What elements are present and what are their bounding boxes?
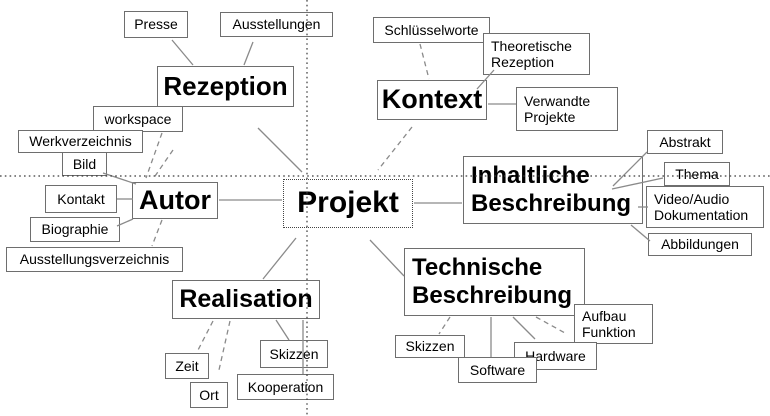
node-schluesselworte-label: Schlüsselworte: [384, 21, 479, 38]
node-skizzen-technik-label: Skizzen: [405, 338, 455, 355]
connector-kontext-projekt: [377, 126, 413, 171]
connector-technische-hardware: [512, 316, 536, 340]
node-bild: Bild: [62, 152, 107, 176]
connector-realisation-skizzen: [275, 319, 290, 341]
node-realisation: Realisation: [172, 280, 320, 319]
node-theoretische-rezeption-label: Theoretische Rezeption: [491, 37, 572, 70]
connector-technische-aufbau: [535, 316, 566, 334]
node-workspace: workspace: [93, 106, 183, 132]
node-aufbau-funktion-label: Aufbau Funktion: [582, 307, 636, 340]
node-projekt: Projekt: [283, 179, 413, 228]
node-abstrakt-label: Abstrakt: [659, 133, 711, 150]
node-skizzen-technik: Skizzen: [395, 335, 465, 358]
node-kooperation: Kooperation: [237, 374, 334, 400]
node-realisation-label: Realisation: [179, 285, 313, 314]
node-hardware-label: Hardware: [525, 347, 586, 364]
node-skizzen-realisation-label: Skizzen: [269, 345, 319, 362]
connector-realisation-ort: [218, 320, 231, 371]
connector-realisation-zeit: [196, 320, 214, 353]
node-inhaltliche-beschreibung: Inhaltliche Beschreibung: [463, 156, 643, 224]
node-rezeption: Rezeption: [157, 66, 294, 107]
connector-projekt-realisation: [262, 237, 297, 280]
node-theoretische-rezeption: Theoretische Rezeption: [483, 33, 590, 75]
node-autor: Autor: [132, 182, 218, 219]
connector-schluesselworte-kontext: [419, 43, 430, 80]
node-zeit-label: Zeit: [175, 357, 199, 374]
node-kontakt-label: Kontakt: [57, 190, 105, 207]
node-ausstellungen-label: Ausstellungen: [232, 16, 321, 33]
node-bild-label: Bild: [72, 155, 97, 172]
node-ausstellungen: Ausstellungen: [220, 12, 333, 37]
node-aufbau-funktion: Aufbau Funktion: [574, 304, 653, 344]
connector-ausstellungen-rezeption: [243, 41, 254, 66]
connector-autor-ausstellungsverzeichnis: [151, 219, 163, 247]
node-inhaltliche-beschreibung-label: Inhaltliche Beschreibung: [471, 161, 632, 217]
node-skizzen-realisation: Skizzen: [260, 340, 328, 368]
node-biographie-label: Biographie: [41, 221, 109, 238]
node-abbildungen: Abbildungen: [648, 233, 752, 256]
node-ort-label: Ort: [199, 386, 219, 403]
node-presse: Presse: [124, 11, 188, 38]
node-video-audio-dokumentation: Video/Audio Dokumentation: [646, 186, 764, 228]
connector-rezeption-projekt: [257, 127, 303, 173]
connector-werkverzeichnis-autor: [152, 149, 174, 180]
node-projekt-label: Projekt: [297, 186, 399, 220]
node-werkverzeichnis-label: Werkverzeichnis: [29, 133, 132, 150]
node-verwandte-projekte-label: Verwandte Projekte: [524, 92, 591, 125]
node-biographie: Biographie: [30, 217, 120, 242]
node-ort: Ort: [190, 382, 228, 408]
node-thema: Thema: [664, 162, 730, 186]
node-rezeption-label: Rezeption: [163, 70, 288, 101]
node-software-label: Software: [469, 361, 526, 378]
node-schluesselworte: Schlüsselworte: [373, 17, 490, 43]
node-autor-label: Autor: [139, 184, 211, 215]
node-ausstellungsverzeichnis: Ausstellungsverzeichnis: [6, 247, 183, 272]
node-verwandte-projekte: Verwandte Projekte: [516, 87, 618, 131]
connector-presse-rezeption: [171, 39, 194, 66]
node-technische-beschreibung-label: Technische Beschreibung: [412, 253, 573, 309]
node-thema-label: Thema: [675, 165, 719, 182]
node-abbildungen-label: Abbildungen: [661, 236, 739, 253]
node-technische-beschreibung: Technische Beschreibung: [404, 248, 585, 316]
node-video-audio-dokumentation-label: Video/Audio Dokumentation: [654, 190, 749, 223]
node-zeit: Zeit: [165, 353, 209, 379]
connector-projekt-technische: [369, 239, 405, 277]
node-werkverzeichnis: Werkverzeichnis: [18, 130, 143, 153]
node-presse-label: Presse: [134, 16, 178, 33]
node-kooperation-label: Kooperation: [247, 378, 324, 395]
connector-workspace-autor: [145, 132, 163, 179]
node-software: Software: [458, 357, 537, 383]
node-kontakt: Kontakt: [45, 185, 117, 213]
node-ausstellungsverzeichnis-label: Ausstellungsverzeichnis: [19, 251, 170, 268]
node-kontext-label: Kontext: [381, 84, 483, 115]
node-workspace-label: workspace: [104, 110, 172, 127]
node-kontext: Kontext: [377, 80, 487, 120]
connector-technische-skizzen: [438, 316, 451, 335]
node-abstrakt: Abstrakt: [647, 130, 723, 154]
